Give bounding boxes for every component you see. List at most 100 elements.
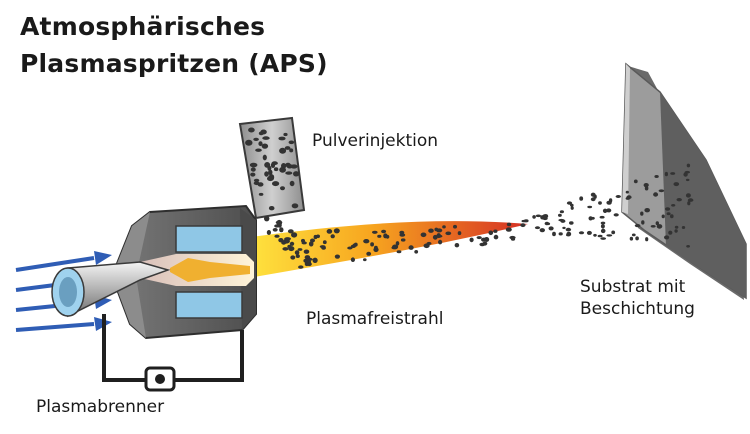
spray-particle [548,226,554,231]
spray-particle [395,241,400,246]
spray-particle [676,198,682,202]
powder-particle [253,178,260,183]
powder-particle [289,180,295,187]
powder-particle [293,171,300,177]
spray-particle [600,228,606,234]
label-powder-injection: Pulverinjektion [312,131,439,151]
spray-particle [377,234,382,238]
spray-particle [366,251,372,256]
spray-particle [674,225,679,229]
powder-particle [291,203,299,209]
spray-particle [558,232,563,236]
spray-particle [654,175,659,178]
spray-particle [552,231,556,237]
spray-particle [565,227,572,232]
spray-particle [532,215,536,219]
spray-particle [644,208,650,213]
spray-particle [312,257,318,263]
spray-particle [391,246,398,250]
spray-particle [671,204,676,207]
spray-particle [686,163,691,168]
spray-particle [287,244,292,249]
spray-particle [655,221,659,226]
powder-particle [258,131,264,136]
spray-particle [683,172,688,177]
powder-particle [257,182,264,187]
spray-particle [294,250,300,256]
cathode-end-inner [59,277,77,307]
powder-particle [285,171,293,175]
spray-particle [370,242,374,247]
powder-particle [288,140,295,145]
spray-particle [570,206,574,210]
title-line-2: Plasmaspritzen (APS) [20,49,328,78]
powder-particle [283,132,288,137]
spray-particle [588,216,593,221]
spray-particle [521,219,527,223]
spray-particle [593,233,597,237]
powder-particle [271,161,278,166]
plasma-torch [15,204,257,392]
label-plasma-jet: Plasmafreistrahl [306,309,444,329]
spray-particle [297,248,303,251]
spray-particle [586,230,592,235]
spray-particle [438,239,443,245]
spray-particle [535,214,542,218]
arrow-right-icon [15,317,112,332]
spray-particle [505,227,512,232]
spray-particle [578,231,585,235]
powder-injector [238,116,306,220]
powder-particle [289,148,294,153]
powder-particle [279,166,286,173]
spray-particle [539,228,545,233]
substrate-edge [622,64,630,214]
spray-particle [650,225,656,228]
spray-particle [615,195,621,198]
spray-particle [469,237,474,243]
spray-particle [590,192,596,197]
page-title: Atmosphärisches Plasmaspritzen (APS) [20,8,328,82]
spray-particle [414,250,419,254]
spray-particle [645,237,649,242]
spray-particle [542,217,548,221]
spray-particle [266,230,271,235]
spray-particle [602,208,608,213]
spray-particle [313,234,318,240]
spray-particle [587,205,593,209]
spray-particle [363,239,370,244]
spray-particle [569,221,574,225]
spray-particle [606,208,612,213]
spray-particle [287,229,294,234]
spray-particle [454,243,460,248]
spray-particle [420,232,427,238]
spray-particle [445,231,452,236]
spray-particle [493,234,499,240]
spray-particle [396,250,402,254]
powder-particle [284,146,291,150]
powder-particle [261,143,269,149]
powder-particle [290,164,298,169]
substrate [621,62,747,300]
spray-particle [611,230,616,235]
spray-particle [643,183,649,188]
spray-particle [493,229,498,233]
spray-particle [606,200,612,205]
spray-particle [298,265,304,269]
spray-particle [640,211,644,216]
spray-particle [363,258,367,262]
power-circuit-icon [102,314,244,392]
spray-particle [301,238,305,243]
spray-particle [264,215,270,222]
spray-particle [685,178,690,182]
spray-particle [408,245,414,250]
powder-particle [248,127,255,133]
powder-particle [249,162,258,168]
powder-particle [268,206,275,211]
powder-particle [250,167,256,172]
spray-particle [685,193,691,198]
spray-particle [289,241,295,246]
spray-particle [284,237,291,241]
spray-particle [599,215,605,219]
powder-particle [268,169,273,176]
spray-particle [334,254,340,259]
